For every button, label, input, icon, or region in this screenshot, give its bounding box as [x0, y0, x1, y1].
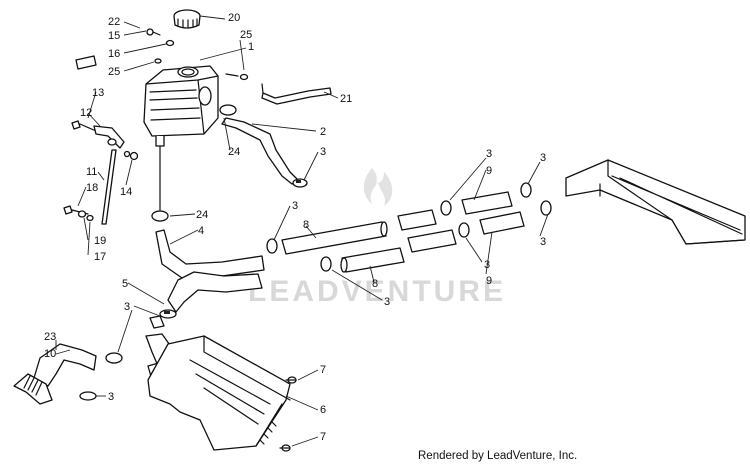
- hose-9-upper-right: [461, 191, 513, 215]
- hose-23: [13, 373, 53, 405]
- lower-cooling-assembly: [13, 315, 297, 452]
- callout-22: 22: [108, 16, 120, 28]
- temperature-sensor: [149, 315, 165, 329]
- callout-5: 5: [122, 278, 128, 290]
- callout-2: 2: [320, 126, 326, 138]
- overflow-hose: [261, 83, 332, 105]
- hose-clamp-3-tank: [292, 178, 308, 188]
- heat-exchanger: [565, 159, 746, 245]
- callout-25-right: 25: [240, 29, 252, 41]
- callout-12: 12: [80, 107, 92, 119]
- screw-7-top: [285, 376, 297, 384]
- tank-strap-11: [101, 149, 117, 225]
- hose-clamp-3-lower-b: [458, 222, 470, 238]
- callout-11: 11: [86, 166, 97, 178]
- callout-14: 14: [120, 186, 132, 198]
- callout-9-lower: 9: [486, 275, 492, 287]
- washer-17: [86, 214, 94, 222]
- washer-12: [107, 138, 117, 146]
- callout-3-upper-a: 3: [292, 200, 298, 212]
- washer-25-left: [154, 58, 162, 64]
- callout-21: 21: [340, 93, 352, 105]
- watermark-flame-icon: [363, 168, 393, 206]
- hose-clamp-3-hose-10: [105, 352, 123, 364]
- tank-hose-2: [221, 117, 299, 185]
- tank-screw-15: [146, 28, 161, 36]
- callout-24-top: 24: [228, 146, 240, 158]
- hose-clamp-3-lower-a: [320, 256, 332, 272]
- washer-16: [165, 39, 175, 47]
- callout-23: 23: [44, 331, 56, 343]
- callout-16: 16: [108, 48, 120, 60]
- middle-hose-run: [151, 182, 552, 319]
- bolt-13: [71, 120, 97, 132]
- hose-9-upper-left: [397, 209, 437, 231]
- callout-17: 17: [94, 251, 106, 263]
- hose-clamp-3-lower-left: [79, 391, 97, 401]
- radiator-6: [147, 335, 291, 451]
- expansion-tank: [143, 65, 239, 211]
- hose-5: [167, 271, 263, 313]
- callout-3-lower-a: 3: [384, 296, 390, 308]
- callout-3-upper-b: 3: [486, 148, 492, 160]
- rendered-by-credit: Rendered by LeadVenture, Inc.: [418, 450, 578, 462]
- callout-7-bottom: 7: [320, 431, 326, 443]
- callout-7-top: 7: [320, 364, 326, 376]
- callout-3-lower-c: 3: [540, 236, 546, 248]
- hose-clamp-3-upper-a: [266, 238, 278, 254]
- callout-15: 15: [108, 30, 120, 42]
- callout-3-upper-c: 3: [540, 152, 546, 164]
- decal-22: [75, 55, 97, 70]
- washer-25-right: [239, 73, 249, 81]
- coolant-tube-8-lower: [341, 247, 405, 273]
- callout-numbers: 22 15 16 25 20 25 1 21 13 12 14 11 18 19…: [44, 12, 546, 443]
- hose-clamp-3-mid: [159, 309, 177, 319]
- hose-clamp-3-lower-c: [540, 200, 552, 216]
- leader-lines: [55, 15, 549, 447]
- coolant-tube-8-upper: [281, 221, 387, 255]
- hose-9-lower-right: [479, 211, 525, 235]
- callout-3-tank: 3: [320, 146, 326, 158]
- callout-13: 13: [92, 87, 104, 99]
- expansion-tank-assembly: [75, 9, 332, 211]
- callout-4: 4: [198, 225, 204, 237]
- screw-7-bottom: [279, 444, 291, 452]
- callout-10: 10: [44, 348, 56, 360]
- washer-19: [77, 210, 87, 218]
- hose-clamp-24-bottom: [151, 210, 169, 222]
- hose-4: [155, 229, 265, 279]
- hose-clamp-3-upper-c: [520, 182, 532, 198]
- callout-8-lower: 8: [372, 278, 378, 290]
- hose-9-lower-left: [407, 229, 457, 253]
- callout-1: 1: [248, 41, 254, 53]
- callout-9-upper: 9: [486, 165, 492, 177]
- callout-8-upper: 8: [303, 219, 309, 231]
- watermark: LEADVENTURE: [248, 168, 506, 308]
- callout-6: 6: [320, 404, 326, 416]
- callout-19: 19: [94, 235, 106, 247]
- nut-14: [123, 150, 139, 161]
- mounting-bracket-assembly: [63, 120, 139, 225]
- radiator-cap: [173, 9, 201, 29]
- callout-3-lower-b: 3: [484, 259, 490, 271]
- hose-clamp-24-top: [219, 104, 237, 116]
- watermark-text: LEADVENTURE: [248, 275, 506, 308]
- callout-18: 18: [86, 182, 98, 194]
- hose-clamp-3-upper-b: [440, 200, 452, 216]
- callout-20: 20: [228, 12, 240, 24]
- callout-25-left: 25: [108, 66, 120, 78]
- callout-24-bottom: 24: [196, 209, 208, 221]
- callout-3-lower-left: 3: [108, 391, 114, 403]
- callout-3-mid: 3: [124, 301, 130, 313]
